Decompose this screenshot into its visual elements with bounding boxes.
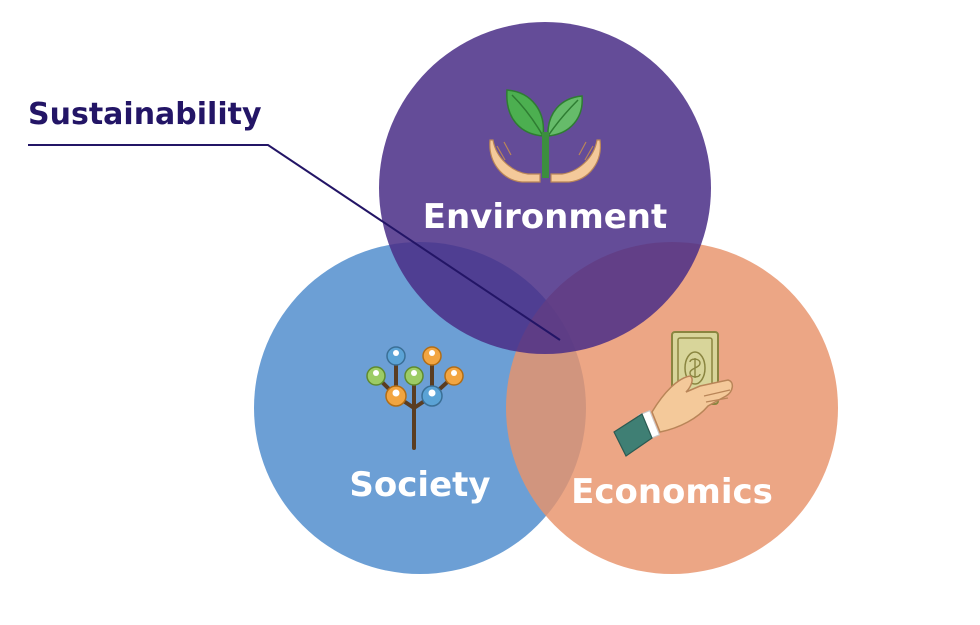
sustainability-callout-line [28,144,561,341]
plant-in-hands-icon [489,89,601,183]
economics-label: Economics [571,472,773,512]
society-label: Society [349,465,490,505]
hand-holding-money-icon [613,331,734,457]
people-tree-icon [366,346,464,450]
environment-circle [379,22,711,354]
sustainability-label: Sustainability [28,97,262,132]
environment-label: Environment [423,197,668,237]
